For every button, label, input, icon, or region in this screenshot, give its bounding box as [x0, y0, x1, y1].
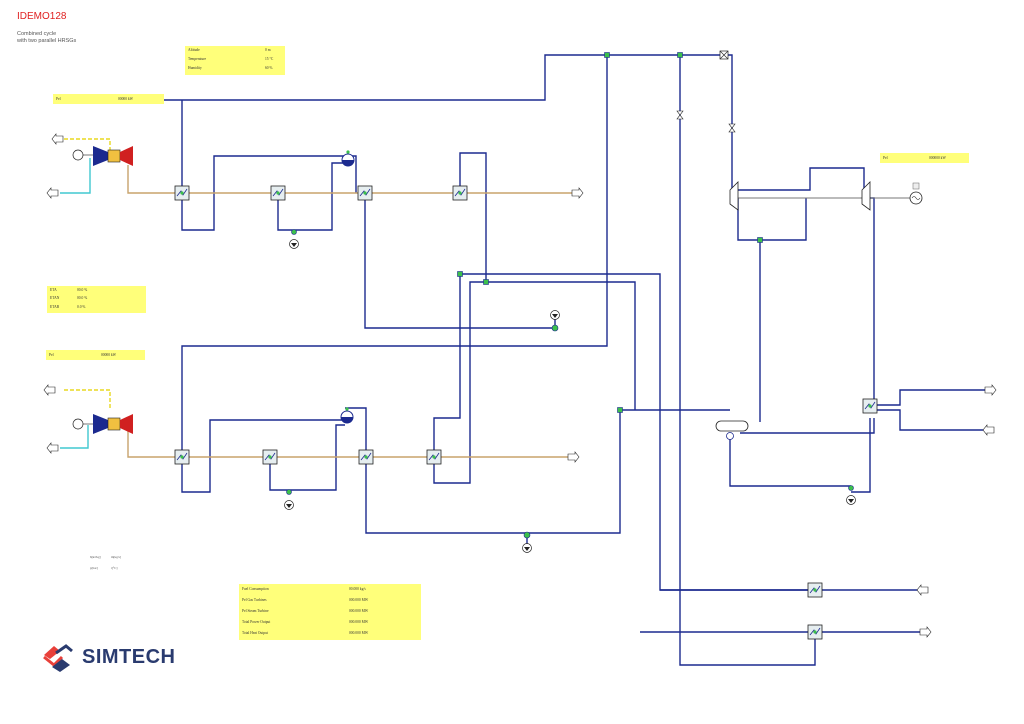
hrsg2-evaporator[interactable]: [262, 449, 278, 465]
flue-gas-stack-2[interactable]: [567, 451, 580, 463]
condenser-heat-exchanger[interactable]: [862, 398, 878, 414]
lp-steam-turbine[interactable]: [861, 181, 871, 211]
hrsg1-circulation-pump[interactable]: [289, 239, 299, 249]
district-heater-2[interactable]: [807, 624, 823, 640]
hrsg1-superheater[interactable]: [174, 185, 190, 201]
feed-pump-1[interactable]: [550, 310, 560, 320]
gas-turbine-1[interactable]: [72, 146, 133, 166]
air-source-2[interactable]: [46, 442, 59, 454]
fuel-piping: [64, 138, 111, 410]
district-heater-1[interactable]: [807, 582, 823, 598]
hrsg2-circulation-pump[interactable]: [284, 500, 294, 510]
steam-header-node[interactable]: [719, 50, 729, 60]
hrsg2-drum[interactable]: [340, 407, 354, 424]
air-source-1[interactable]: [46, 187, 59, 199]
hrsg2-preheater[interactable]: [426, 449, 442, 465]
flue-gas-piping: [127, 165, 572, 458]
feedwater-splitter-2[interactable]: [483, 279, 489, 285]
simtech-logo-text: SIMTECH: [82, 646, 176, 668]
condensate-pump[interactable]: [846, 495, 856, 505]
diagram-subtitle: Combined cycle with two parallel HRSGs: [17, 31, 77, 44]
steam-splitter[interactable]: [677, 52, 683, 58]
hrsg2-pump-node: [286, 489, 292, 495]
hrsg2-economizer[interactable]: [358, 449, 374, 465]
shaft-lines: [80, 154, 916, 425]
air-piping: [60, 158, 91, 449]
feedwater-splitter-1[interactable]: [457, 271, 463, 277]
gas-turbine-2[interactable]: [72, 414, 133, 434]
feed-pump-1-node: [551, 324, 559, 332]
flue-gas-stack-1[interactable]: [571, 187, 584, 199]
hrsg1-evaporator[interactable]: [270, 185, 286, 201]
units-legend: h[kJ/kg] m[kg/s] p[bar] t[°C]: [90, 555, 121, 570]
steam-turbine-generator[interactable]: [909, 182, 923, 205]
district-heat-supply-sink[interactable]: [919, 626, 932, 638]
gas-turbine-1-generator: [72, 149, 84, 161]
condensate-pump-node: [848, 485, 854, 491]
fuel-source-1[interactable]: [51, 133, 64, 145]
steam-mixer[interactable]: [604, 52, 610, 58]
turbine-inlet-valve[interactable]: [728, 123, 736, 133]
feedwater-mixer[interactable]: [617, 407, 623, 413]
simtech-logo: SIMTECH: [40, 643, 200, 673]
hrsg1-drum[interactable]: [341, 150, 355, 167]
bypass-valve[interactable]: [676, 110, 684, 120]
hrsg1-economizer[interactable]: [357, 185, 373, 201]
gas-turbine-2-generator: [72, 418, 84, 430]
simtech-logo-mark-icon: [43, 644, 73, 672]
feed-pump-2[interactable]: [522, 543, 532, 553]
diagram-title: IDEMO128: [17, 11, 67, 22]
feedwater-tank[interactable]: [715, 420, 749, 440]
steam-water-piping: [164, 54, 985, 666]
gas-turbine-2-power-box: Pel 00000 kW: [46, 350, 145, 360]
generator-icon: [912, 182, 920, 190]
hp-steam-turbine[interactable]: [729, 181, 739, 211]
hrsg1-pump-node: [291, 229, 297, 235]
fuel-source-2[interactable]: [43, 384, 56, 396]
extraction-splitter[interactable]: [757, 237, 763, 243]
hrsg2-superheater[interactable]: [174, 449, 190, 465]
hrsg1-preheater[interactable]: [452, 185, 468, 201]
feed-pump-2-node: [523, 531, 531, 539]
steam-turbine-power-box: Pel 000000 kW: [880, 153, 969, 163]
cooling-water-source[interactable]: [982, 424, 995, 436]
gas-turbine-1-power-box: Pel 00000 kW: [53, 94, 164, 104]
district-heat-return-source[interactable]: [916, 584, 929, 596]
cooling-water-sink[interactable]: [984, 384, 997, 396]
